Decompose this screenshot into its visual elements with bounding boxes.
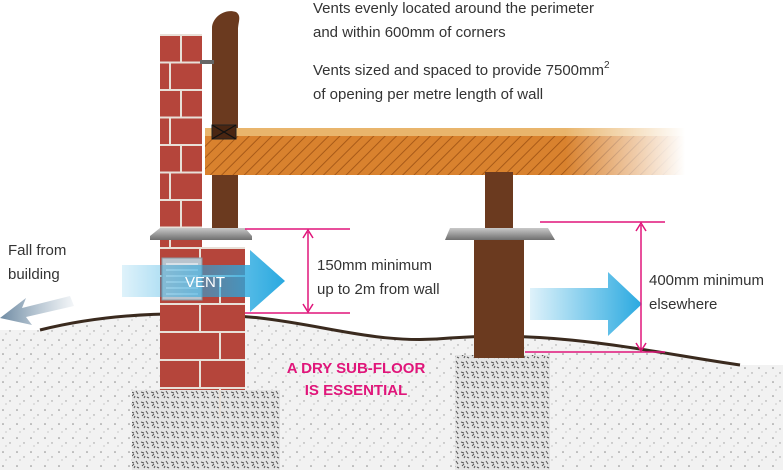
dry-subfloor-label-2: IS ESSENTIAL xyxy=(305,382,408,399)
pier-post xyxy=(485,172,513,230)
dim-400-label-2: elsewhere xyxy=(649,296,717,313)
wall-stud xyxy=(212,11,240,128)
note-line-3-text: Vents sized and spaced to provide 7500mm xyxy=(313,62,604,79)
dry-subfloor-label-1: A DRY SUB-FLOOR xyxy=(287,360,426,377)
ant-cap-pier xyxy=(445,228,555,240)
fall-label-1: Fall from xyxy=(8,242,66,259)
note-line-4: of opening per metre length of wall xyxy=(313,86,543,103)
wall-footing xyxy=(132,390,280,470)
dimension-400 xyxy=(525,221,665,353)
wall-plate xyxy=(212,175,238,230)
dimension-150 xyxy=(245,228,350,314)
vent-arrow-icon xyxy=(122,250,285,312)
note-line-2: and within 600mm of corners xyxy=(313,24,506,41)
dim-400-label-1: 400mm minimum xyxy=(649,272,764,289)
wall-tie xyxy=(200,60,214,64)
airflow-arrow-icon xyxy=(530,272,642,336)
note-line-3: Vents sized and spaced to provide 7500mm… xyxy=(313,60,610,79)
fall-label-2: building xyxy=(8,266,60,283)
pier-footing xyxy=(455,355,550,470)
pier-lower xyxy=(474,240,524,358)
note-line-3-sup: 2 xyxy=(604,60,610,71)
note-line-1: Vents evenly located around the perimete… xyxy=(313,0,594,17)
ant-cap-wall xyxy=(150,228,252,240)
dim-150-label-1: 150mm minimum xyxy=(317,257,432,274)
floor-board-fade xyxy=(205,128,685,136)
dim-150-label-2: up to 2m from wall xyxy=(317,281,440,298)
vent-label: VENT xyxy=(185,274,225,291)
floor-bearer-fade xyxy=(205,135,685,175)
fall-arrow-icon xyxy=(0,296,74,325)
